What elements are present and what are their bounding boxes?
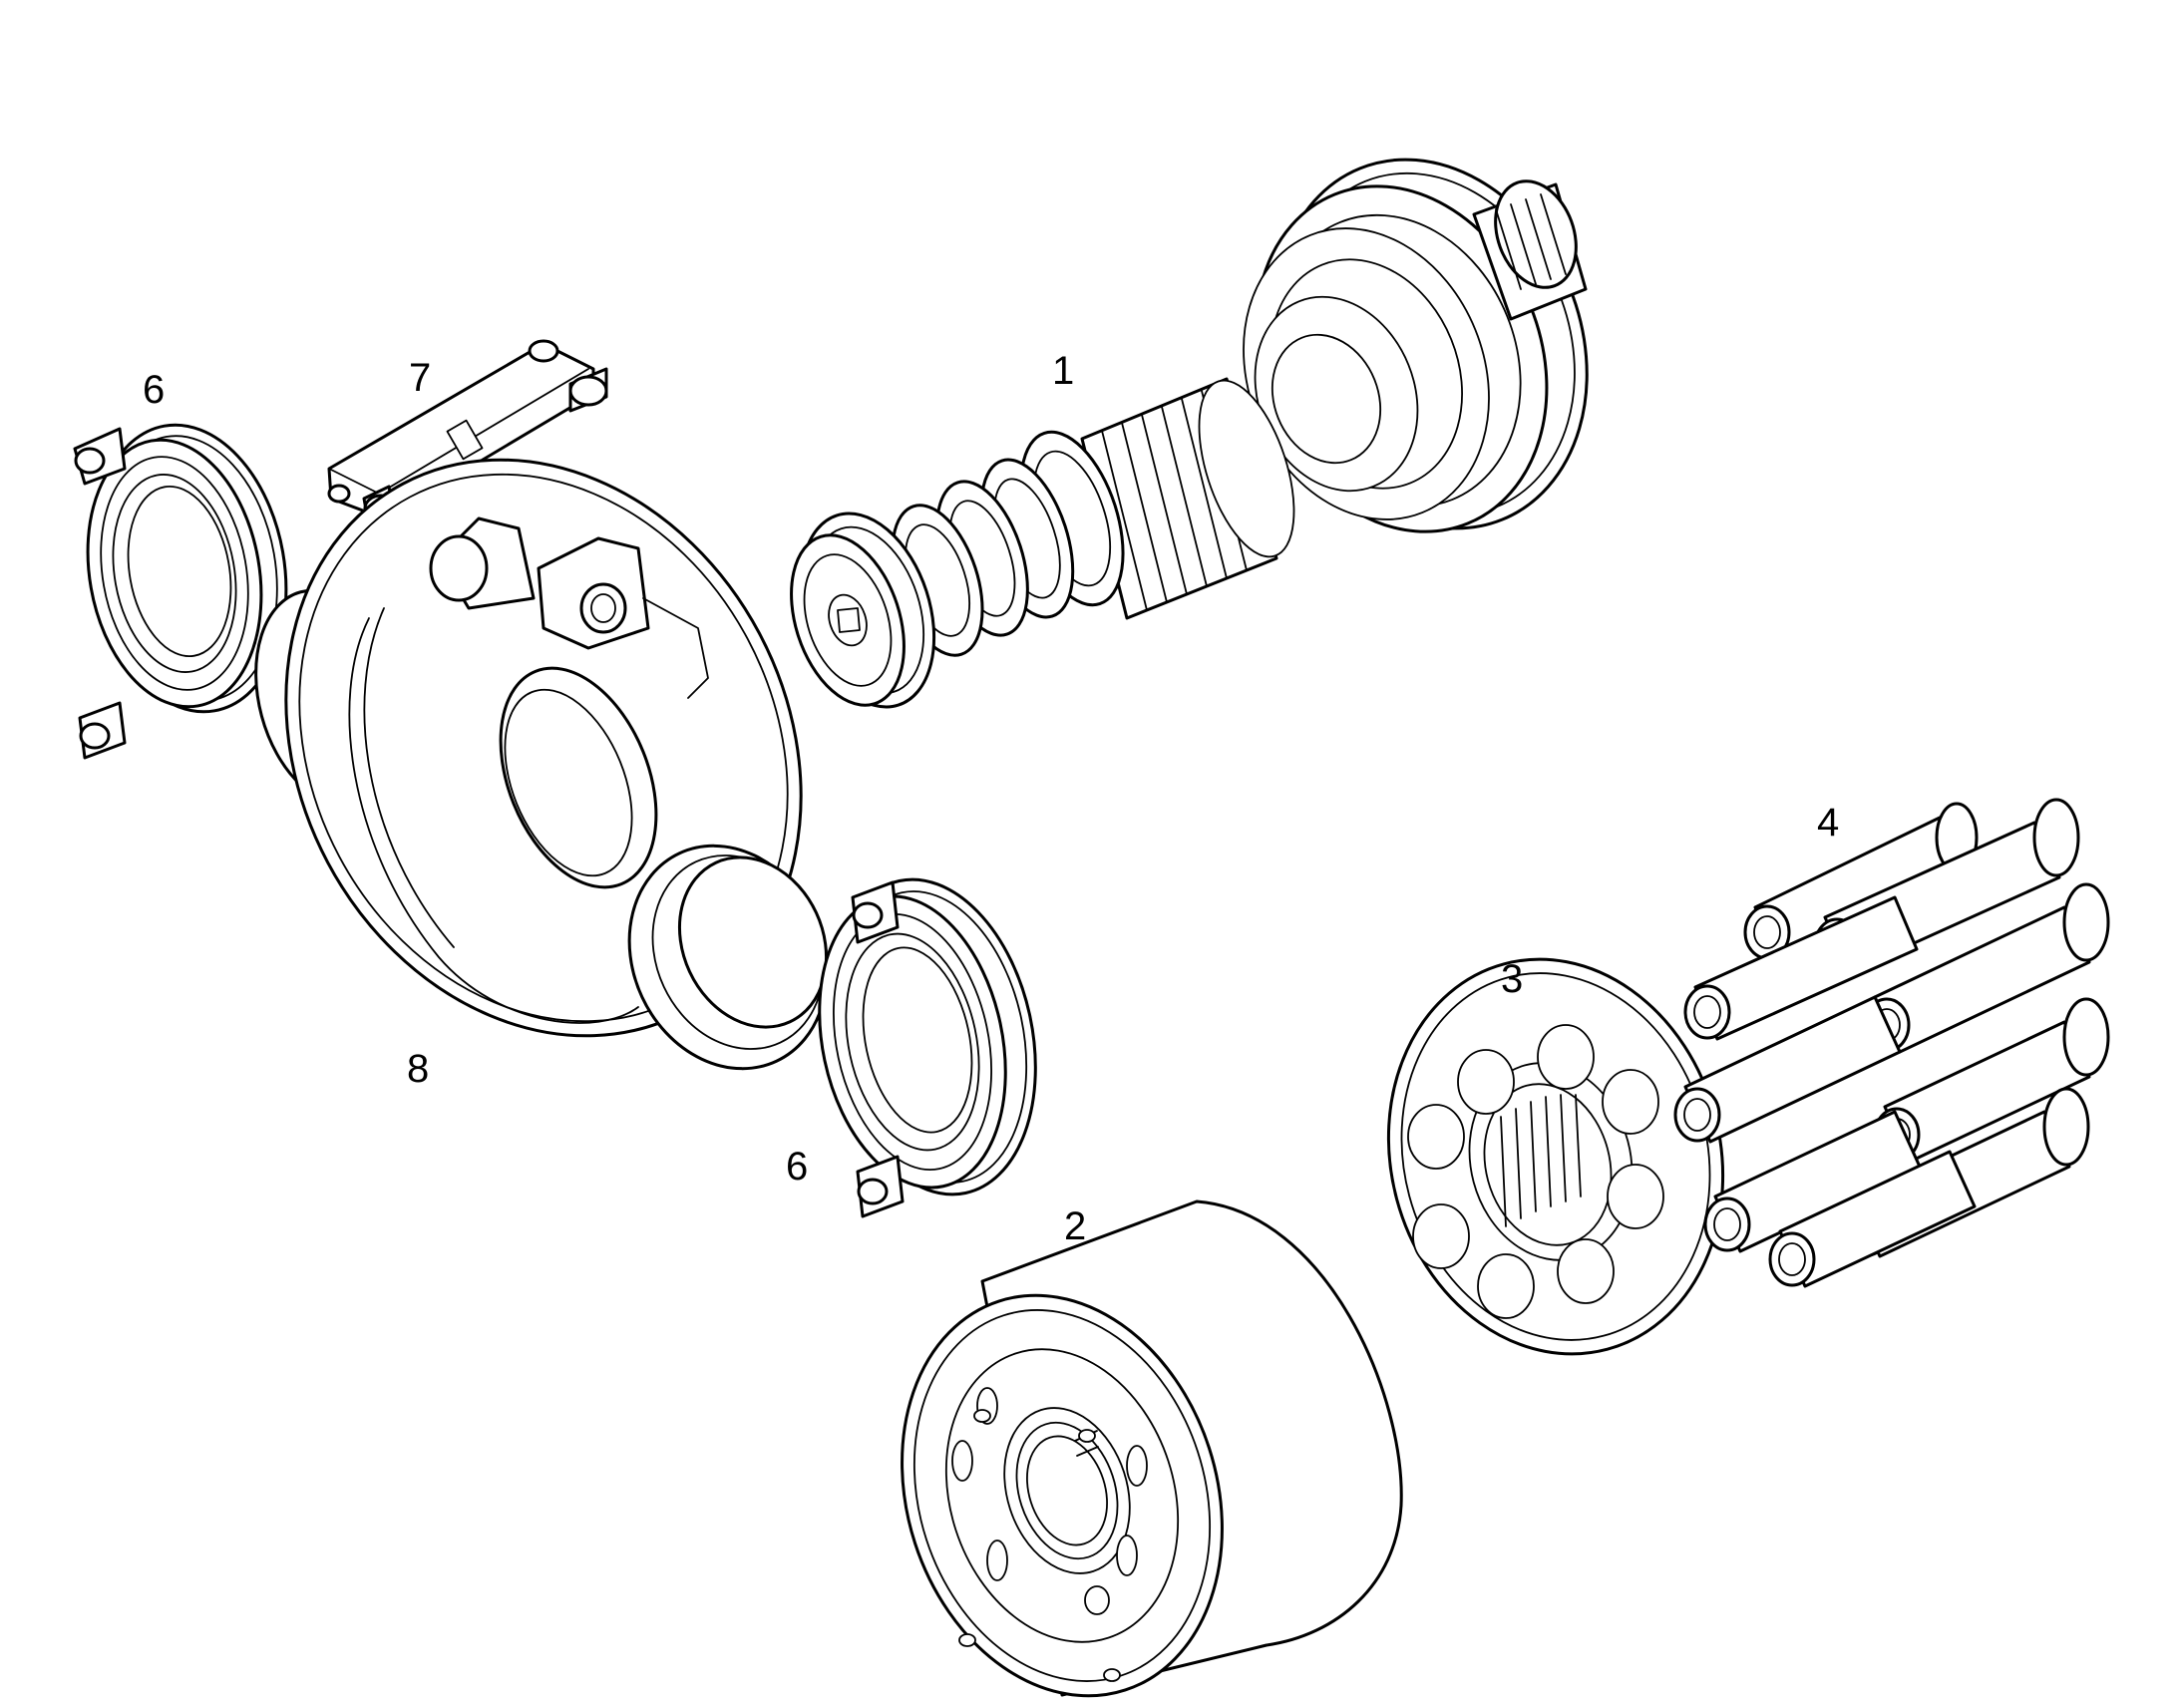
part-1-drive-shaft[interactable] [771,113,1640,725]
callout-2: 2 [1064,1204,1086,1248]
callout-6-center: 6 [786,1145,808,1189]
callout-6-left: 6 [143,368,165,412]
part-6-bearing-ring-left[interactable] [68,410,308,760]
callout-4: 4 [1817,801,1839,845]
callout-8: 8 [407,1047,429,1091]
callout-3: 3 [1501,957,1523,1001]
part-2-cylinder-block[interactable] [852,1199,1403,1708]
callout-1: 1 [1052,349,1074,393]
part-8-swash-plate[interactable] [187,369,900,1127]
callout-7: 7 [409,356,431,400]
part-6-bearing-ring-center[interactable] [794,860,1063,1218]
part-4-pistons[interactable] [1673,798,2110,1288]
part-3-retainer-plate[interactable] [1345,921,1766,1392]
